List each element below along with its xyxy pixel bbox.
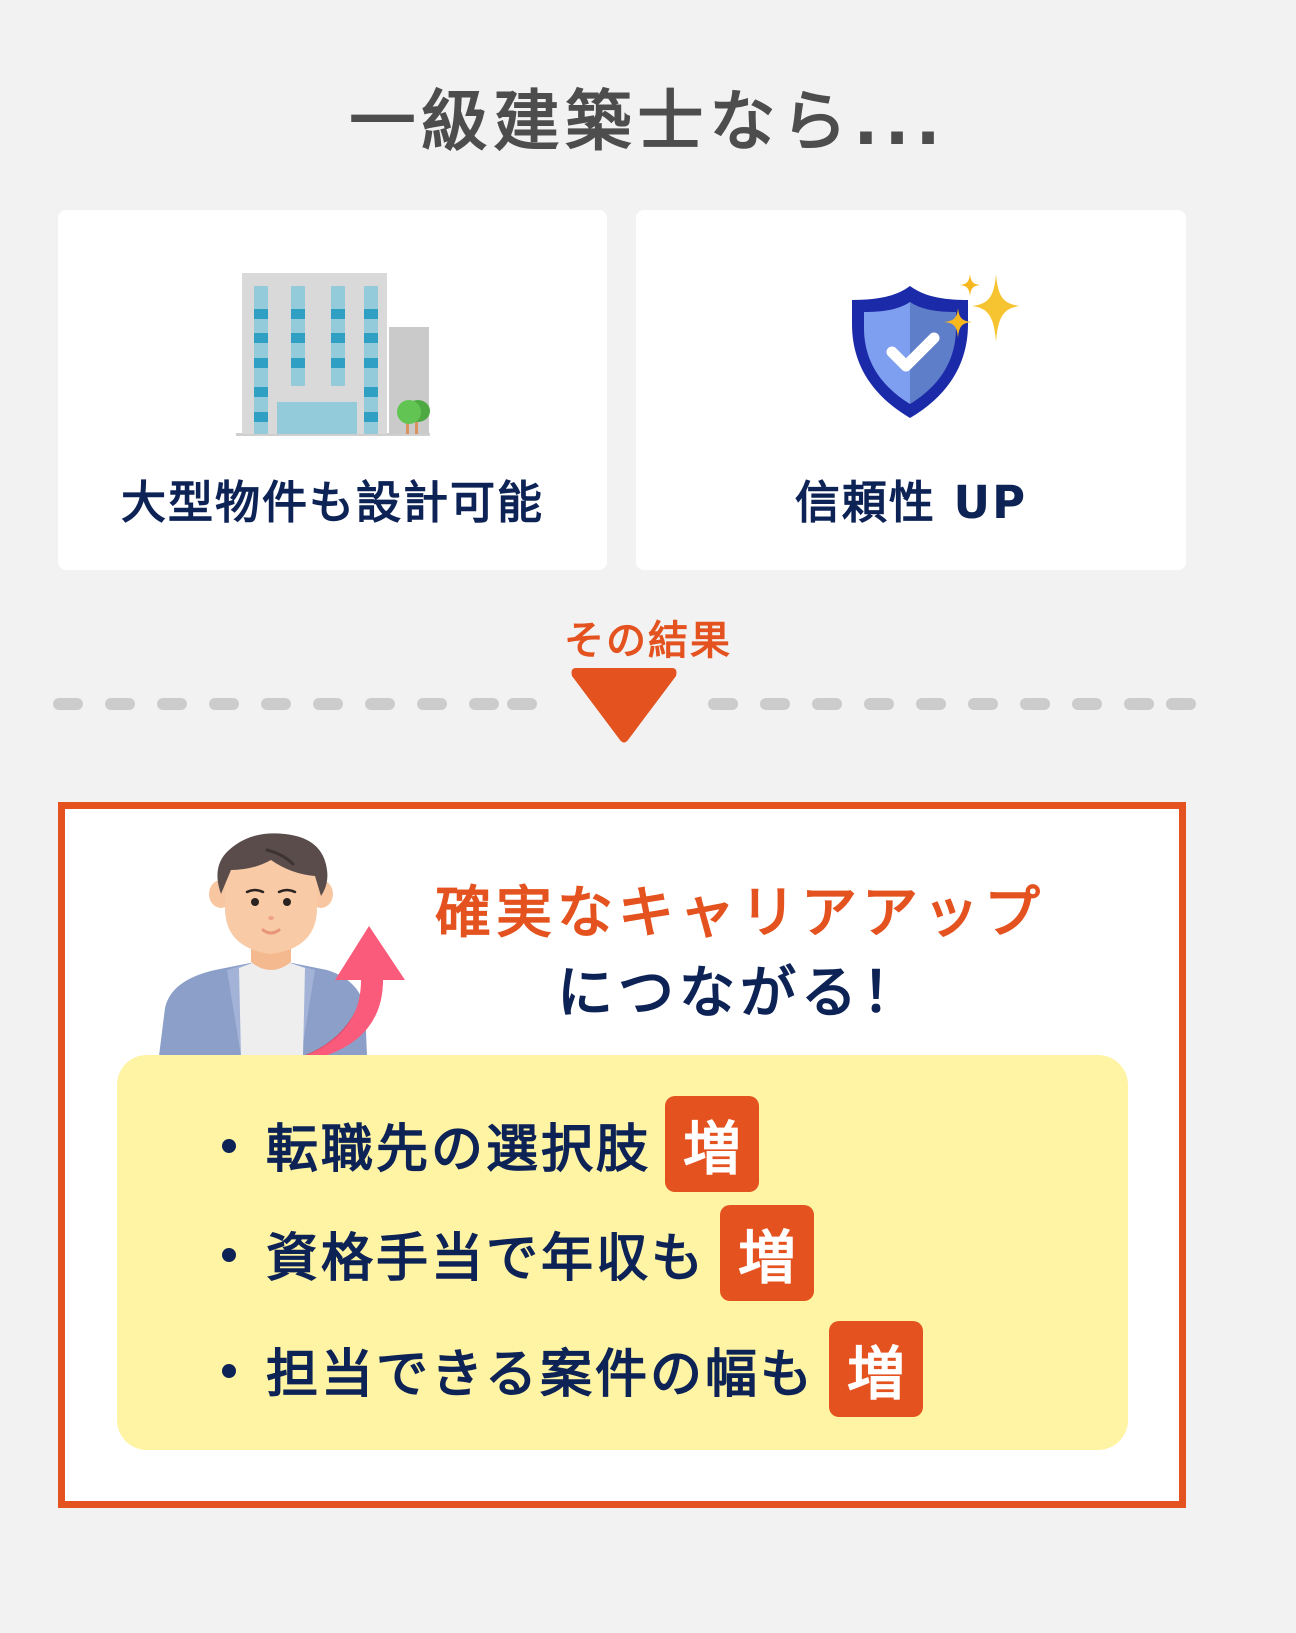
- increase-badge: 増: [720, 1205, 815, 1301]
- result-label: その結果: [564, 618, 732, 664]
- list-item-text: 担当できる案件の幅も: [266, 1344, 815, 1405]
- office-building-icon: [236, 273, 430, 436]
- bullet-icon: [222, 1248, 236, 1262]
- increase-badge: 増: [665, 1096, 760, 1192]
- page-title: 一級建築士なら...: [349, 83, 947, 160]
- increase-badge: 増: [828, 1321, 923, 1417]
- list-item: 転職先の選択肢 増: [222, 1096, 760, 1192]
- dashed-divider-left: [53, 698, 537, 710]
- dashed-divider-right: [708, 698, 1198, 710]
- benefit-card-large-buildings: 大型物件も設計可能: [58, 210, 607, 570]
- benefit-card-trust-up: 信頼性 UP: [636, 210, 1186, 570]
- list-item-text: 資格手当で年収も: [266, 1228, 707, 1289]
- down-arrow-icon: [571, 668, 677, 743]
- list-item-text: 転職先の選択肢: [266, 1119, 652, 1180]
- shield-check-sparkle-icon: [852, 274, 1020, 418]
- businessman-arrow-up-icon: [159, 833, 405, 1056]
- benefits-panel: [117, 1055, 1128, 1450]
- card-label: 信頼性 UP: [794, 476, 1028, 529]
- bullet-icon: [222, 1139, 236, 1153]
- list-item: 資格手当で年収も 増: [222, 1205, 815, 1301]
- headline-leads-to: につながる！: [557, 961, 923, 1026]
- list-item: 担当できる案件の幅も 増: [222, 1321, 923, 1417]
- headline-career-up: 確実なキャリアアップ: [435, 881, 1045, 946]
- card-label: 大型物件も設計可能: [120, 476, 544, 529]
- bullet-icon: [222, 1364, 236, 1378]
